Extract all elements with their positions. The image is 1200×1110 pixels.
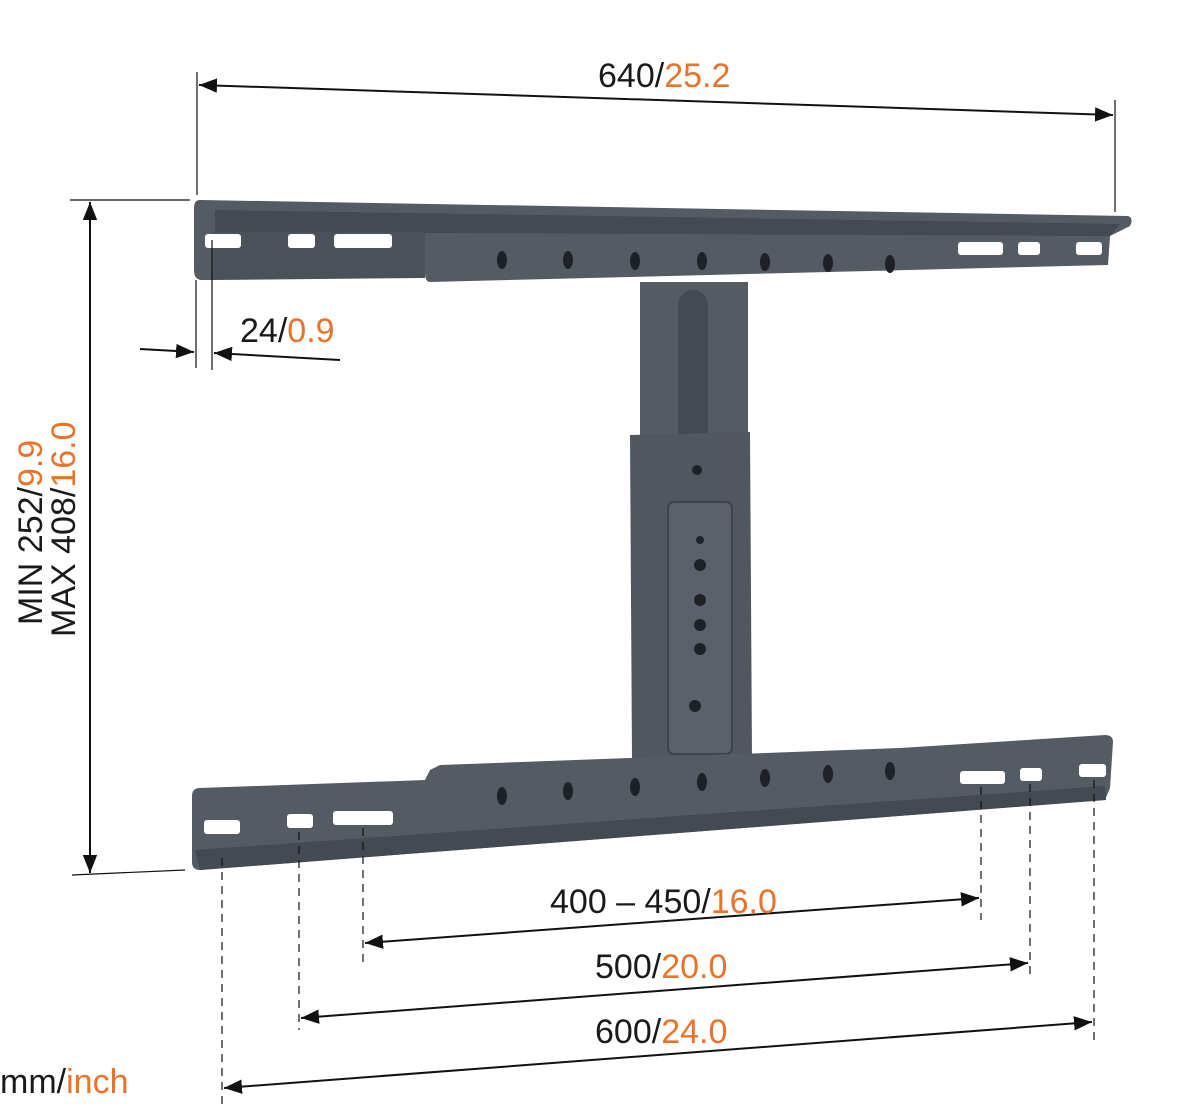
vesa-500-label: 500/20.0 — [595, 948, 727, 986]
depth-label: 24/0.9 — [240, 312, 335, 350]
top-rail — [194, 200, 1132, 282]
depth-dimension: 24/0.9 — [139, 240, 341, 370]
height-max-label: MAX 408/16.0 — [45, 421, 83, 637]
vesa-dimensions: 400 – 450/16.0 500/20.0 600/24.0 — [221, 780, 1095, 1108]
vesa-400-450-label: 400 – 450/16.0 — [550, 883, 777, 921]
bottom-rail-holes — [497, 762, 895, 805]
height-min-label: MIN 252/9.9 — [12, 440, 50, 625]
overall-width-label: 640/25.2 — [598, 57, 730, 95]
bottom-rail — [192, 735, 1113, 870]
unit-legend: mm/inch — [0, 1063, 128, 1101]
bottom-rail-slots — [204, 764, 1106, 834]
top-rail-slots — [205, 234, 1102, 255]
top-rail-holes — [497, 251, 895, 273]
column-holes — [689, 536, 706, 712]
height-dimension: MIN 252/9.9 MAX 408/16.0 — [12, 199, 190, 876]
overall-width-dimension: 640/25.2 — [196, 57, 1116, 212]
vertical-column — [630, 282, 752, 760]
vesa-600-label: 600/24.0 — [595, 1013, 727, 1051]
